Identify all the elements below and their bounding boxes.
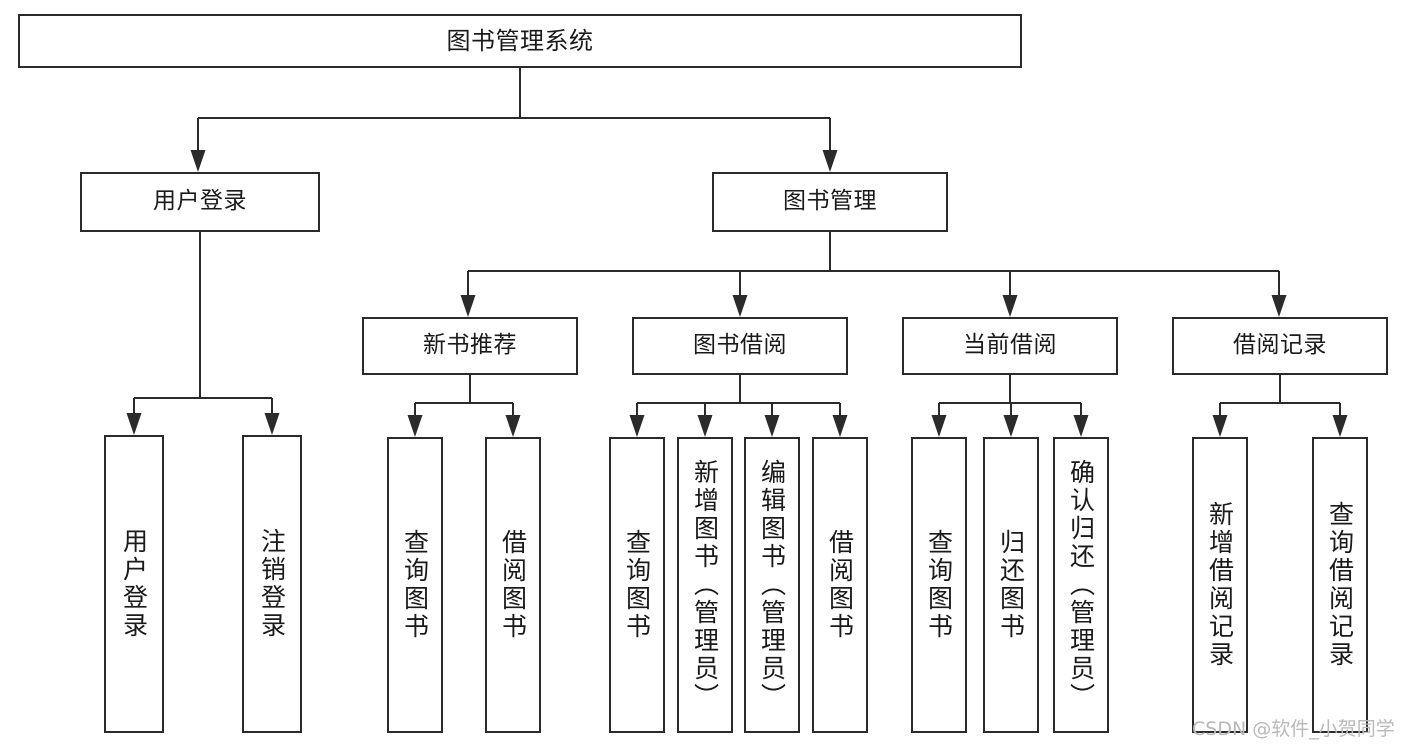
node-leaf-query-book-cur[interactable]: 查询图书 — [911, 437, 967, 733]
conn-cb-a3-head — [1073, 415, 1089, 437]
node-label-book-manage: 图书管理 — [783, 188, 877, 215]
node-label-leaf-return-book: 归还图书 — [996, 529, 1026, 641]
node-book-borrow[interactable]: 图书借阅 — [632, 317, 848, 375]
conn-ul-a2-head — [264, 413, 280, 435]
conn-nb-a2-head — [505, 415, 521, 437]
node-label-root: 图书管理系统 — [446, 26, 594, 55]
node-label-leaf-logout: 注销登录 — [257, 528, 287, 640]
node-leaf-confirm-return[interactable]: 确认归还（管理员） — [1053, 437, 1109, 733]
node-label-borrow-record: 借阅记录 — [1233, 332, 1327, 359]
node-borrow-record[interactable]: 借阅记录 — [1172, 317, 1388, 375]
node-label-new-book-rec: 新书推荐 — [423, 332, 517, 359]
node-leaf-borrow-book-rec[interactable]: 借阅图书 — [485, 437, 541, 733]
conn-bb-a2-head — [697, 415, 713, 437]
node-label-leaf-query-book-borrow: 查询图书 — [622, 529, 652, 641]
node-leaf-return-book[interactable]: 归还图书 — [983, 437, 1039, 733]
conn-root-to-book-manage-head — [822, 150, 838, 172]
conn-root-to-user-login-head — [190, 150, 206, 172]
node-new-book-rec[interactable]: 新书推荐 — [362, 317, 578, 375]
node-label-leaf-confirm-return: 确认归还（管理员） — [1066, 459, 1096, 711]
node-user-login[interactable]: 用户登录 — [80, 172, 320, 232]
node-label-leaf-borrow-book: 借阅图书 — [825, 529, 855, 641]
node-label-leaf-user-login: 用户登录 — [119, 528, 149, 640]
conn-cb-a1-head — [931, 415, 947, 437]
node-label-leaf-add-book: 新增图书（管理员） — [690, 459, 720, 711]
conn-bb-a1-head — [629, 415, 645, 437]
conn-bb-a4-head — [832, 415, 848, 437]
node-current-borrow[interactable]: 当前借阅 — [902, 317, 1118, 375]
node-root[interactable]: 图书管理系统 — [18, 14, 1022, 68]
node-label-leaf-query-book-cur: 查询图书 — [924, 529, 954, 641]
node-label-leaf-add-record: 新增借阅记录 — [1205, 501, 1235, 669]
node-label-current-borrow: 当前借阅 — [963, 332, 1057, 359]
conn-cb-a2-head — [1003, 415, 1019, 437]
node-label-leaf-query-record: 查询借阅记录 — [1325, 501, 1355, 669]
node-leaf-query-book-rec[interactable]: 查询图书 — [387, 437, 443, 733]
node-label-leaf-edit-book: 编辑图书（管理员） — [757, 459, 787, 711]
conn-nb-a1-head — [407, 415, 423, 437]
node-leaf-borrow-book[interactable]: 借阅图书 — [812, 437, 868, 733]
node-book-manage[interactable]: 图书管理 — [712, 172, 948, 232]
node-leaf-edit-book[interactable]: 编辑图书（管理员） — [744, 437, 800, 733]
node-label-user-login: 用户登录 — [153, 188, 247, 215]
node-leaf-query-book-borrow[interactable]: 查询图书 — [609, 437, 665, 733]
node-leaf-add-book[interactable]: 新增图书（管理员） — [677, 437, 733, 733]
conn-br-a1-head — [1212, 415, 1228, 437]
conn-br-a2-head — [1332, 415, 1348, 437]
conn-bm-to-newbook-head — [460, 295, 476, 317]
conn-bm-to-borrow-head — [732, 295, 748, 317]
conn-bb-a3-head — [764, 415, 780, 437]
conn-bm-to-current-head — [1002, 295, 1018, 317]
conn-bm-to-record-head — [1271, 295, 1287, 317]
node-label-leaf-borrow-book-rec: 借阅图书 — [498, 529, 528, 641]
node-leaf-user-login[interactable]: 用户登录 — [104, 435, 164, 733]
node-leaf-query-record[interactable]: 查询借阅记录 — [1312, 437, 1368, 733]
node-label-book-borrow: 图书借阅 — [693, 332, 787, 359]
node-label-leaf-query-book-rec: 查询图书 — [400, 529, 430, 641]
node-leaf-logout[interactable]: 注销登录 — [242, 435, 302, 733]
conn-ul-a1-head — [126, 413, 142, 435]
node-leaf-add-record[interactable]: 新增借阅记录 — [1192, 437, 1248, 733]
